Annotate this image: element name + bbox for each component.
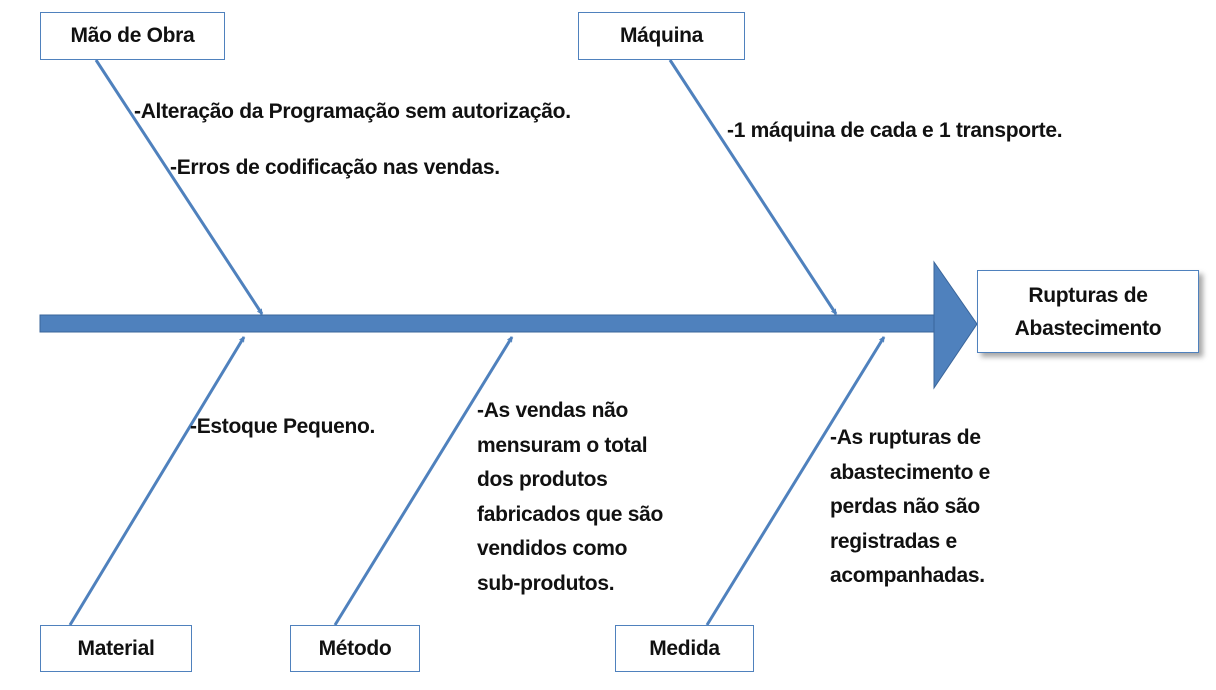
cause-measure: -As rupturas de abastecimento e perdas n… bbox=[830, 421, 990, 594]
category-material-box: Material bbox=[40, 625, 192, 672]
cause-labor-2: -Erros de codificação nas vendas. bbox=[170, 156, 500, 179]
cause-measure-line: perdas não são bbox=[830, 495, 980, 518]
cause-labor-1: -Alteração da Programação sem autorizaçã… bbox=[134, 100, 571, 123]
cause-machine-1: -1 máquina de cada e 1 transporte. bbox=[727, 119, 1063, 142]
category-machine-label: Máquina bbox=[619, 24, 704, 47]
cause-method-line: vendidos como bbox=[477, 537, 628, 560]
category-method-label: Método bbox=[318, 636, 392, 660]
effect-line-2: Abastecimento bbox=[1014, 316, 1162, 340]
cause-measure-line: abastecimento e bbox=[830, 460, 991, 484]
cause-measure-line: registradas e bbox=[830, 529, 957, 553]
category-measure-box: Medida bbox=[615, 625, 754, 672]
effect-box: Rupturas de Abastecimento bbox=[977, 270, 1199, 353]
effect-line-1: Rupturas de bbox=[1028, 283, 1148, 307]
category-labor-box: Mão de Obra bbox=[40, 12, 225, 60]
branch-material bbox=[68, 337, 246, 626]
cause-method-line: -As vendas não bbox=[477, 399, 629, 422]
cause-method-line: sub-produtos. bbox=[477, 571, 615, 595]
cause-method-line: dos produtos bbox=[477, 468, 608, 491]
cause-measure-line: acompanhadas. bbox=[830, 564, 985, 587]
branch-measure bbox=[705, 337, 886, 626]
category-material-label: Material bbox=[77, 636, 155, 660]
cause-method: -As vendas não mensuram o total dos prod… bbox=[477, 394, 663, 601]
category-machine-box: Máquina bbox=[578, 12, 745, 60]
cause-measure-line: -As rupturas de bbox=[830, 426, 981, 449]
spine-arrowhead bbox=[933, 260, 978, 390]
category-labor-label: Mão de Obra bbox=[70, 24, 195, 47]
cause-method-line: mensuram o total bbox=[477, 433, 648, 457]
spine bbox=[39, 314, 941, 333]
cause-material-1: -Estoque Pequeno. bbox=[190, 415, 376, 438]
branch-method bbox=[333, 337, 514, 626]
category-measure-label: Medida bbox=[649, 636, 720, 660]
cause-method-line: fabricados que são bbox=[477, 502, 663, 526]
branch-machine bbox=[668, 59, 838, 314]
branch-labor bbox=[94, 59, 264, 314]
category-method-box: Método bbox=[290, 625, 420, 672]
